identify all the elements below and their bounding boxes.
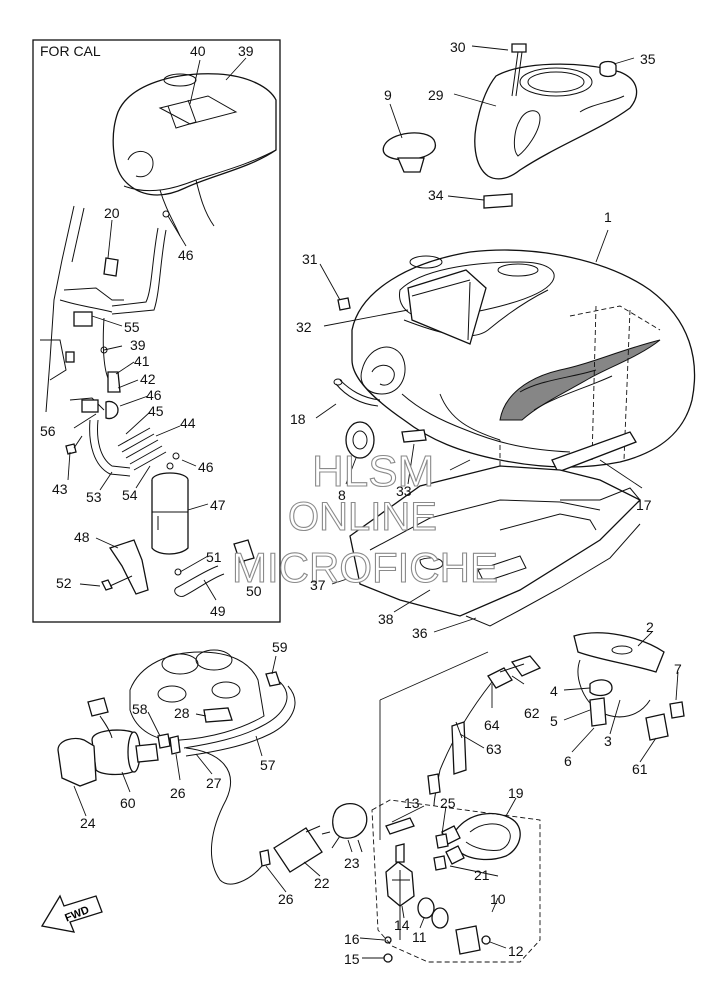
callout-41: 41	[134, 353, 150, 369]
callout-50: 50	[246, 583, 262, 599]
callout-28: 28	[174, 705, 190, 721]
callout-60: 60	[120, 795, 136, 811]
callout-12: 12	[508, 943, 524, 959]
fuel-line-drawing	[57, 649, 449, 885]
callout-34: 34	[428, 187, 444, 203]
callout-47: 47	[210, 497, 226, 513]
callout-15: 15	[344, 951, 360, 967]
heat-shield-drawing	[349, 465, 642, 627]
for-cal-inset: FOR CAL	[32, 39, 281, 623]
callout-39-top: 39	[238, 43, 254, 59]
callout-53: 53	[86, 489, 102, 505]
fuel-cock-drawing	[371, 799, 541, 963]
inset-hoses	[65, 210, 255, 597]
small-fasteners	[333, 43, 637, 473]
callout-19: 19	[508, 785, 524, 801]
callout-5: 5	[550, 713, 558, 729]
callout-33: 33	[396, 483, 412, 499]
callout-leader-lines	[67, 45, 679, 959]
callout-9: 9	[384, 87, 392, 103]
fwd-direction-badge: FWD	[40, 894, 103, 933]
callout-35: 35	[640, 51, 656, 67]
watermark-line-1: HLSM	[312, 447, 434, 496]
watermark-line-3: MICROFICHE	[232, 544, 498, 591]
callout-46-top: 46	[178, 247, 194, 263]
callout-17: 17	[636, 497, 652, 513]
callout-24: 24	[80, 815, 96, 831]
callout-57: 57	[260, 757, 276, 773]
callout-27: 27	[206, 775, 222, 791]
callout-39-mid: 39	[130, 337, 146, 353]
callout-30: 30	[450, 39, 466, 55]
callout-64: 64	[484, 717, 500, 733]
callout-58: 58	[132, 701, 148, 717]
tank-console-drawing	[474, 63, 638, 180]
callout-14: 14	[394, 917, 410, 933]
callout-3: 3	[604, 733, 612, 749]
callout-31: 31	[302, 251, 318, 267]
callout-6: 6	[564, 753, 572, 769]
callout-22: 22	[314, 875, 330, 891]
callout-48: 48	[74, 529, 90, 545]
callout-7: 7	[674, 661, 682, 677]
callout-10: 10	[490, 891, 506, 907]
callout-1: 1	[604, 209, 612, 225]
choke-cable-drawing	[427, 655, 542, 807]
callout-49: 49	[210, 603, 226, 619]
callout-55: 55	[124, 319, 140, 335]
callout-54: 54	[122, 487, 138, 503]
watermark: HLSM ONLINE MICROFICHE	[231, 446, 498, 591]
callout-40: 40	[190, 43, 206, 59]
callout-21: 21	[474, 867, 490, 883]
inset-title: FOR CAL	[40, 43, 101, 59]
callout-25: 25	[440, 795, 456, 811]
callout-38: 38	[378, 611, 394, 627]
callout-56: 56	[40, 423, 56, 439]
callout-20: 20	[104, 205, 120, 221]
callout-18: 18	[290, 411, 306, 427]
callout-2: 2	[646, 619, 654, 635]
callout-4: 4	[550, 683, 558, 699]
fuel-tank-drawing	[351, 249, 696, 530]
callout-62: 62	[524, 705, 540, 721]
callout-11: 11	[412, 929, 427, 945]
watermark-line-2: ONLINE	[288, 495, 437, 539]
callout-8: 8	[338, 487, 346, 503]
callout-52: 52	[56, 575, 72, 591]
callout-29: 29	[428, 87, 444, 103]
callout-26-lower: 26	[278, 891, 294, 907]
inset-frame-drawing	[40, 205, 124, 413]
mount-bracket-drawing	[573, 632, 685, 741]
callout-61: 61	[632, 761, 648, 777]
callout-43: 43	[52, 481, 68, 497]
callout-37: 37	[310, 577, 326, 593]
callout-13: 13	[404, 795, 420, 811]
callout-45: 45	[148, 403, 164, 419]
callout-36: 36	[412, 625, 428, 641]
callout-59: 59	[272, 639, 288, 655]
callout-63: 63	[486, 741, 502, 757]
callout-42: 42	[140, 371, 156, 387]
callout-32: 32	[296, 319, 312, 335]
callout-labels: 1 2 3 4 5 6 7 8 9 10 11 12 13 14 15 16 1…	[40, 39, 682, 967]
callout-26-upper: 26	[170, 785, 186, 801]
callout-23: 23	[344, 855, 360, 871]
callout-44: 44	[180, 415, 196, 431]
callout-46-mid: 46	[146, 387, 162, 403]
callout-46-lower: 46	[198, 459, 214, 475]
inset-tank-drawing	[112, 73, 277, 237]
callout-16: 16	[344, 931, 360, 947]
callout-51: 51	[206, 549, 222, 565]
